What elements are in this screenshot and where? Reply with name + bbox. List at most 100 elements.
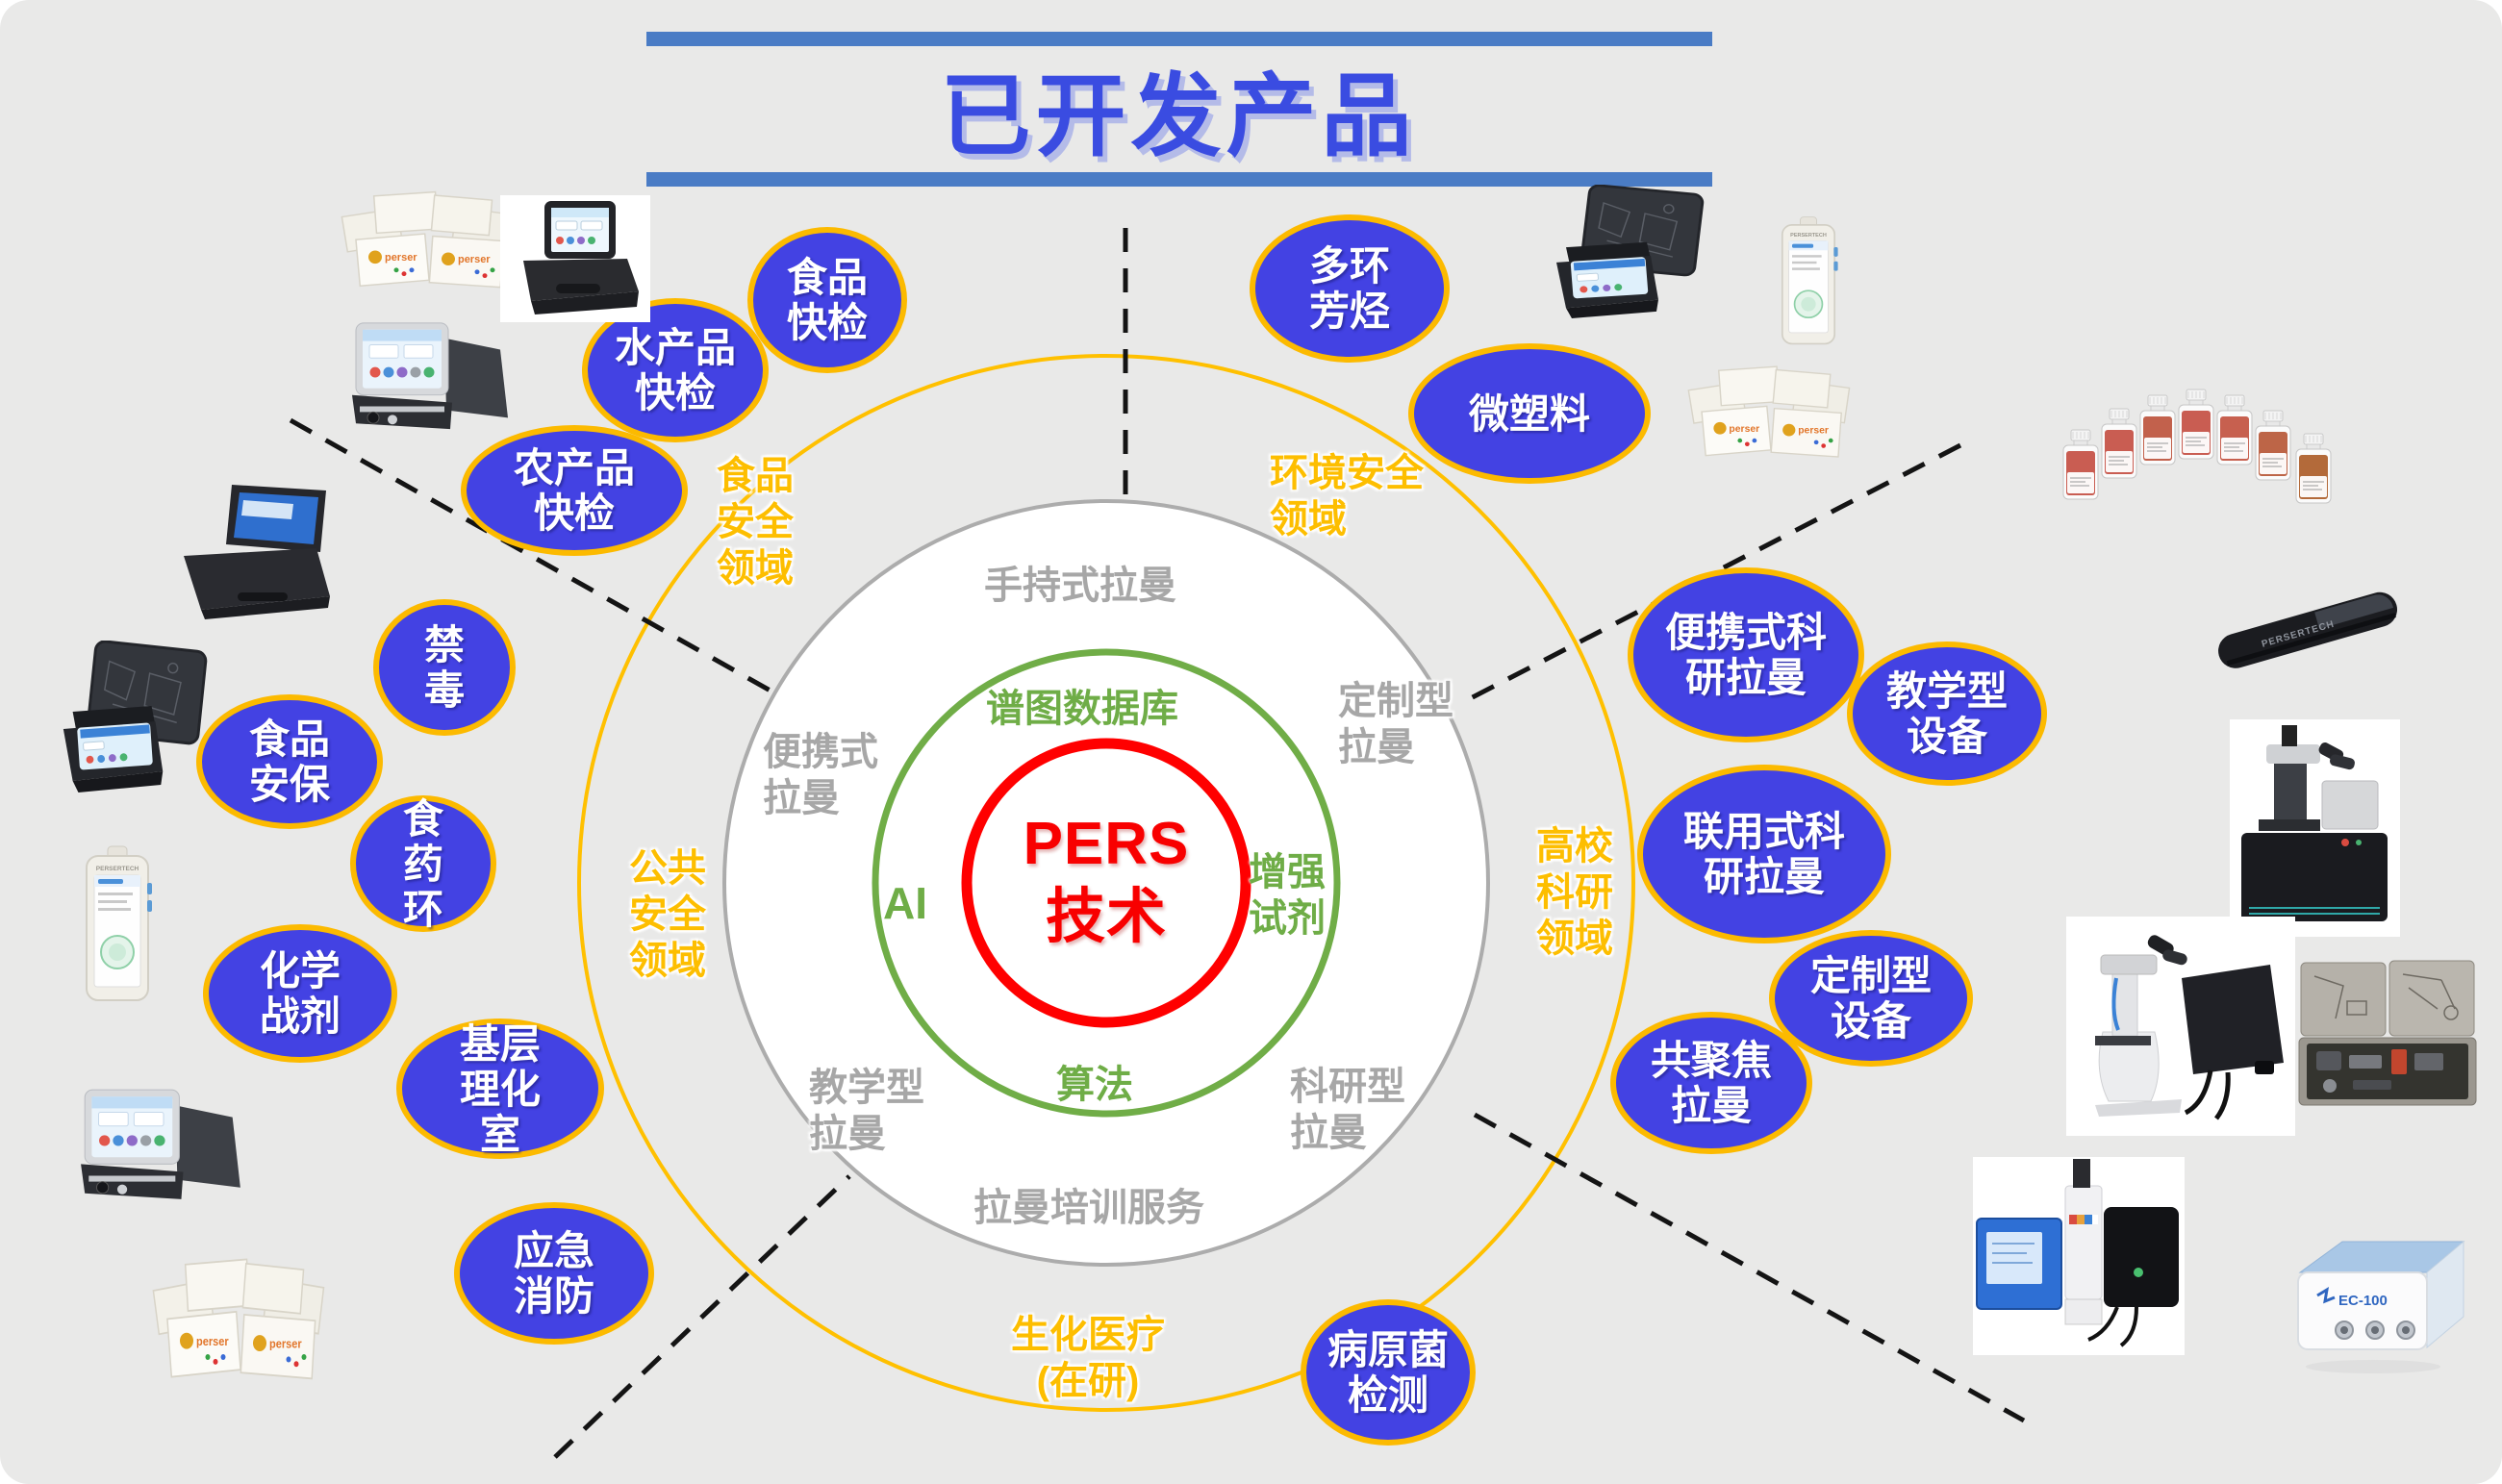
bubble-pathogen-detection: 病原菌检测 [1301,1299,1476,1446]
bubble-label-line: 定制型 [1809,953,1932,998]
bubble-portable-research-raman: 便携式科研拉曼 [1628,567,1864,742]
bubble-label-line: 毒 [423,667,465,713]
page-title: 已开发产品 [940,65,1417,166]
bubble-label-line: 消防 [513,1273,594,1319]
bubble-label-line: 化学 [259,948,341,994]
ring-label-teaching-raman: 教学型拉曼 [809,1067,924,1155]
bubble-grassroots-physchem-lab: 基层理化室 [396,1019,604,1159]
svg-text:PERSERTECH: PERSERTECH [96,866,139,872]
title-rule-top [646,32,1712,46]
bubble-emergency-fire: 应急消防 [454,1202,654,1345]
product-photo-raman-microscope-system [2066,917,2295,1136]
bubble-label-line: 快检 [634,370,716,415]
product-photo-pen-spectrometer: PERSERTECH [2206,570,2412,690]
bubble-label-line: 食品 [786,255,868,300]
svg-text:perser: perser [385,252,417,264]
bubble-label-line: 战剂 [259,994,341,1039]
bubble-label-line: 病原菌 [1327,1327,1449,1372]
product-photo-ec-100-controller: EC-100 [2281,1234,2467,1378]
svg-text:EC-100: EC-100 [2338,1293,2388,1309]
bubble-label-line: 理化 [459,1066,541,1112]
svg-text:perser: perser [1729,424,1759,435]
sector-label-food-safety: 食品安全领域 [717,455,794,590]
svg-text:perser: perser [1798,426,1829,437]
product-photo-rugged-case-analyzer [58,641,210,800]
bubble-anti-drug: 禁毒 [373,599,516,736]
bubble-custom-equipment: 定制型设备 [1769,930,1973,1067]
product-photo-optics-kit-case [2297,955,2478,1111]
bubble-hyphenated-research-raman: 联用式科研拉曼 [1637,765,1891,943]
title-rule-bottom [646,172,1712,187]
product-photo-handheld-raman-right: PERSERTECH [1776,215,1841,350]
bubble-label-line: 共聚焦 [1650,1038,1772,1083]
bubble-teaching-equipment: 教学型设备 [1847,641,2047,786]
bubble-label-line: 便携式科 [1664,610,1827,655]
ring-label-raman-training-service: 拉曼培训服务 [973,1187,1204,1229]
bubble-confocal-raman: 共聚焦拉曼 [1610,1012,1812,1154]
bubble-label-line: 拉曼 [1670,1083,1752,1128]
bubble-label-line: 检测 [1347,1372,1428,1418]
product-photo-rugged-laptop-analyzer [1551,185,1706,325]
ring-label-custom-raman: 定制型拉曼 [1338,680,1453,768]
product-photo-confocal-raman-system [1973,1157,2185,1355]
bubble-label-line: 药 [402,841,443,887]
bubble-agri-rapid-test: 农产品快检 [461,425,688,556]
green-ring [872,648,1341,1118]
svg-text:perser: perser [458,254,491,265]
product-photo-upright-raman-microscope [2230,719,2400,937]
bubble-label-line: 应急 [513,1228,594,1273]
bubble-label-line: 快检 [786,300,868,345]
core-label-line2: 技术 [1045,884,1167,950]
bubble-label-line: 微塑料 [1468,390,1590,437]
bubble-polycyclic-aromatics: 多环芳烃 [1250,214,1450,363]
bubble-aquatic-rapid-test: 水产品快检 [582,298,769,442]
sector-label-public-safety: 公共安全领域 [629,847,706,982]
bubble-label-line: 教学型 [1885,668,2008,714]
sector-label-biomedical: 生化医疗(在研) [1011,1314,1165,1402]
product-photo-handheld-raman-left: PERSERTECH [79,844,156,1008]
core-label-line1: PERS [1023,811,1190,877]
white-inner-disc [722,499,1490,1267]
bubble-label-line: 水产品 [614,325,736,370]
bubble-label-line: 芳烃 [1308,289,1390,334]
bubble-food-security: 食品安保 [196,694,383,829]
bubble-label-line: 研拉曼 [1703,854,1825,899]
svg-text:perser: perser [269,1336,302,1350]
bubble-label-line: 快检 [533,490,615,536]
product-photo-portable-laptop-analyzer [176,481,338,627]
product-photo-benchtop-analyzer-upper [348,315,514,437]
red-core-ring [961,738,1251,1028]
inner-label-enhancement-reagent: 增强试剂 [1249,851,1326,940]
svg-text:perser: perser [196,1334,229,1348]
bubble-label-line: 研拉曼 [1684,655,1807,700]
sector-label-environment-safety: 环境安全领域 [1270,452,1424,541]
bubble-label-line: 禁 [423,622,465,667]
bubble-label-line: 食 [402,795,443,842]
bubble-label-line: 食品 [248,717,330,762]
bubble-label-line: 设备 [1906,714,1987,759]
outer-gold-ring [577,354,1635,1412]
product-photo-test-kits-top-left: perser perser [341,185,514,292]
ring-label-portable-raman: 便携式拉曼 [763,731,878,819]
bubble-label-line: 基层 [459,1020,541,1067]
bubble-label-line: 室 [479,1111,520,1157]
ring-label-handheld-raman: 手持式拉曼 [984,565,1176,607]
sector-label-university-research: 高校科研领域 [1536,825,1613,960]
bubble-microplastics: 微塑料 [1408,343,1651,484]
inner-label-spectral-database: 谱图数据库 [986,688,1178,730]
bubble-chemical-warfare-agents: 化学战剂 [203,924,397,1063]
bubble-label-line: 环 [402,886,443,932]
svg-text:PERSERTECH: PERSERTECH [1790,233,1827,239]
inner-label-algorithm: 算法 [1056,1064,1133,1106]
bubble-food-drug-environment: 食药环 [350,795,496,932]
sector-divider-lines [289,228,2026,1459]
ring-label-research-raman: 科研型拉曼 [1290,1066,1405,1154]
bubble-food-rapid-test: 食品快检 [747,227,907,373]
bubble-label-line: 多环 [1308,243,1390,289]
core-label-pers-technology: PERS 技术 [1024,808,1190,954]
bubble-label-line: 设备 [1830,998,1911,1044]
product-photo-test-kits-right: perser perser [1687,360,1851,462]
inner-label-ai: AI [883,878,927,928]
product-photo-test-kits-bottom-left: perser perser [152,1250,325,1385]
